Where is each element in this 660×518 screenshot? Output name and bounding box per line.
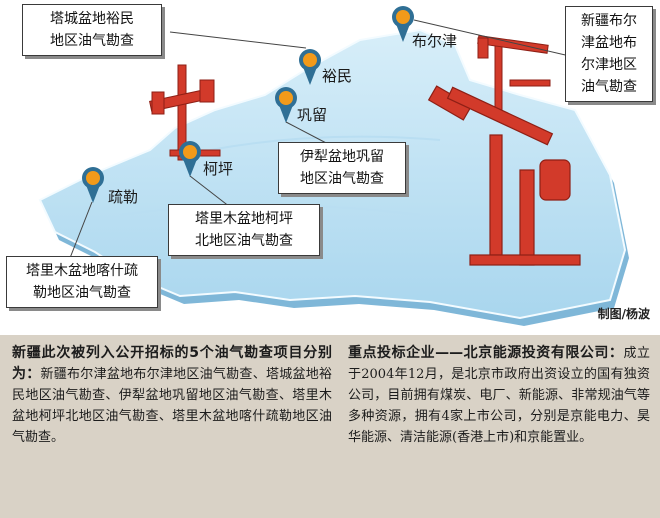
map-credit: 制图/杨波 [597, 307, 650, 321]
city-label-bu-er-jin: 布尔津 [412, 32, 458, 50]
city-label-yu-min: 裕民 [322, 67, 353, 85]
callout-yili-basin: 伊犁盆地巩留 地区油气勘查 [278, 142, 406, 194]
city-label-gong-liu: 巩留 [297, 106, 328, 124]
callout-line: 新疆布尔 [581, 13, 637, 29]
location-pin-icon [275, 87, 297, 123]
location-pin-icon [179, 141, 201, 177]
terrain-ridge [209, 135, 441, 151]
callout-line: 塔城盆地裕民 [50, 11, 134, 27]
location-pin-icon [392, 6, 414, 42]
callout-line: 勒地区油气勘查 [33, 285, 131, 301]
article-panel: 新疆此次被列入公开招标的5个油气勘查项目分别为：新疆布尔津盆地布尔津地区油气勘查… [0, 335, 660, 518]
callout-tacheng-basin: 塔城盆地裕民 地区油气勘查 [22, 4, 162, 56]
pump-jack-icon [427, 85, 581, 266]
location-pin-icon [82, 167, 104, 203]
callout-tarim-kashi: 塔里木盆地喀什疏 勒地区油气勘查 [6, 256, 158, 308]
leader-lines [69, 19, 588, 259]
callout-line: 塔里木盆地喀什疏 [26, 263, 138, 279]
company-heading: 重点投标企业——北京能源投资有限公司： [348, 345, 624, 361]
callout-line: 津盆地布 [581, 35, 637, 51]
callout-line: 地区油气勘查 [50, 33, 134, 49]
callout-line: 塔里木盆地柯坪 [195, 211, 293, 227]
projects-paragraph: 新疆此次被列入公开招标的5个油气勘查项目分别为：新疆布尔津盆地布尔津地区油气勘查… [12, 343, 332, 448]
projects-body: 新疆布尔津盆地布尔津地区油气勘查、塔城盆地裕民地区油气勘查、伊犁盆地巩留地区油气… [12, 367, 332, 445]
callout-line: 地区油气勘查 [300, 171, 384, 187]
callout-line: 尔津地区 [581, 57, 637, 73]
pump-jack-icon [477, 35, 551, 111]
callout-line: 油气勘查 [581, 79, 637, 95]
company-body: 成立于2004年12月，是北京市政府出资设立的国有独资公司，目前拥有煤炭、电厂、… [348, 346, 650, 445]
location-pin-icon [299, 49, 321, 85]
callout-xinjiang-burqin: 新疆布尔 津盆地布 尔津地区 油气勘查 [565, 6, 653, 102]
projects-heading: 新疆此次被列入公开招标的5个油气勘查项目分别为： [12, 345, 332, 382]
callout-line: 伊犁盆地巩留 [300, 149, 384, 165]
callout-line: 北地区油气勘查 [195, 233, 293, 249]
pump-jack-icon [149, 64, 221, 161]
company-paragraph: 重点投标企业——北京能源投资有限公司：成立于2004年12月，是北京市政府出资设… [348, 343, 650, 448]
city-label-ke-ping: 柯坪 [203, 160, 234, 178]
map: 布尔津 裕民 巩留 柯坪 疏勒 塔城盆地裕民 地区油气勘查 新疆布尔 津盆地布 … [6, 4, 653, 326]
city-label-shu-le: 疏勒 [108, 188, 139, 206]
callout-tarim-keping: 塔里木盆地柯坪 北地区油气勘查 [168, 204, 320, 256]
